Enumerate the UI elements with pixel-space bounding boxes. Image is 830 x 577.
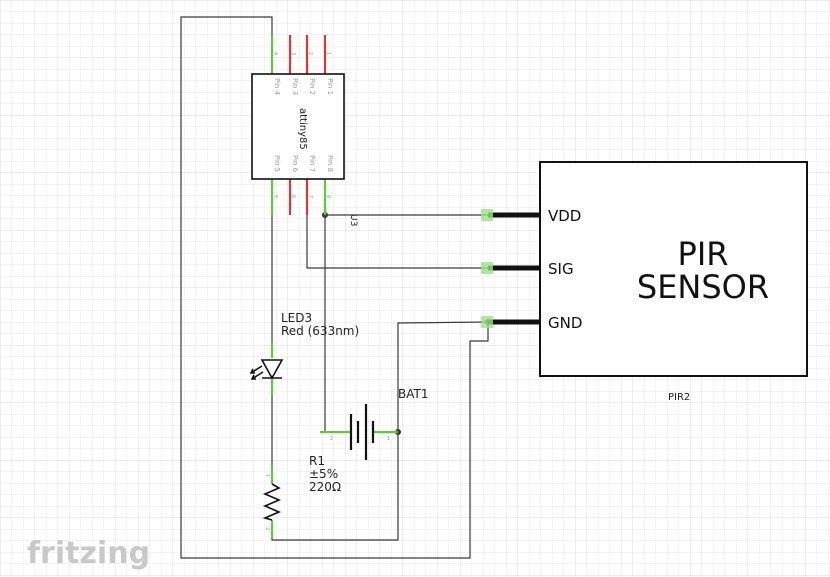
led-designator: LED3 [281, 311, 312, 325]
chip-pin-label: Pin 2 [308, 78, 316, 95]
wire-battery-to-gnd[interactable] [397, 321, 489, 432]
resistor-zigzag [262, 483, 282, 521]
wire-pin7-to-sig[interactable] [306, 215, 488, 269]
battery-pin-number-right: 1 [387, 436, 390, 442]
led-emission-arrowhead [249, 368, 255, 374]
resistor-designator: R1 [309, 454, 325, 468]
led-emission-arrow [251, 371, 264, 380]
chip-pin-label: Pin 7 [308, 155, 316, 172]
pir-title-line1: PIR [678, 235, 729, 273]
battery-pin-number-left: 2 [330, 436, 333, 442]
led-emission-arrowhead [250, 374, 256, 380]
chip-pin-label: Pin 3 [291, 78, 299, 95]
led-emission-arrow [250, 365, 263, 374]
resistor-pin-number-bottom: 2 [264, 527, 270, 530]
chip-pin-number: 5 [272, 195, 278, 198]
pir-designator: PIR2 [668, 392, 690, 403]
pir-pin-vdd-marker[interactable] [481, 209, 493, 221]
pir-pin-label-sig: SIG [548, 260, 574, 278]
chip-designator: U3 [348, 214, 358, 226]
chip-pin-number: 7 [307, 195, 313, 198]
led-diode-symbol [260, 359, 284, 380]
chip-pin-number: 8 [325, 195, 331, 198]
chip-pin-number: 2 [307, 52, 313, 55]
attiny85-chip[interactable]: Pin 4 Pin 3 Pin 2 Pin 1 4 3 2 1 Pin 5 Pi… [251, 35, 358, 226]
chip-pin-label: Pin 8 [326, 155, 334, 172]
chip-pin-label: Pin 4 [273, 78, 281, 96]
resistor-pin-number-top: 1 [264, 474, 270, 477]
chip-pin-label: Pin 5 [273, 155, 281, 172]
pir-pin-label-vdd: VDD [548, 207, 581, 225]
pir-pin-gnd-marker[interactable] [481, 316, 493, 328]
pir-pin-label-gnd: GND [548, 314, 582, 332]
battery-component[interactable]: 2 1 BAT1 [320, 387, 428, 460]
fritzing-logo: fritzing [27, 536, 150, 571]
pir-title-line2: SENSOR [637, 268, 769, 306]
led-component[interactable]: LED3 Red (633nm) [249, 311, 359, 395]
chip-pin-number: 6 [290, 195, 296, 198]
chip-pin-number: 3 [290, 52, 296, 55]
chip-pin-label: Pin 1 [326, 78, 334, 95]
led-value: Red (633nm) [281, 324, 359, 338]
battery-designator: BAT1 [398, 387, 428, 401]
pir-pin-sig-marker[interactable] [481, 262, 493, 274]
resistor-value: 220Ω [309, 480, 341, 494]
pir-sensor[interactable]: VDD SIG GND PIR SENSOR PIR2 [481, 161, 808, 403]
chip-pin-number: 4 [272, 52, 278, 55]
resistor-tolerance: ±5% [309, 467, 338, 481]
chip-pin-number: 1 [325, 52, 331, 55]
chip-name: attiny85 [297, 108, 308, 150]
pir-body[interactable] [539, 161, 808, 377]
wire-pin4-to-ground-loop[interactable] [180, 16, 489, 559]
resistor-component[interactable]: 1 2 R1 ±5% 220Ω [262, 454, 341, 538]
chip-body[interactable] [251, 73, 345, 180]
chip-pin-label: Pin 6 [291, 155, 299, 173]
